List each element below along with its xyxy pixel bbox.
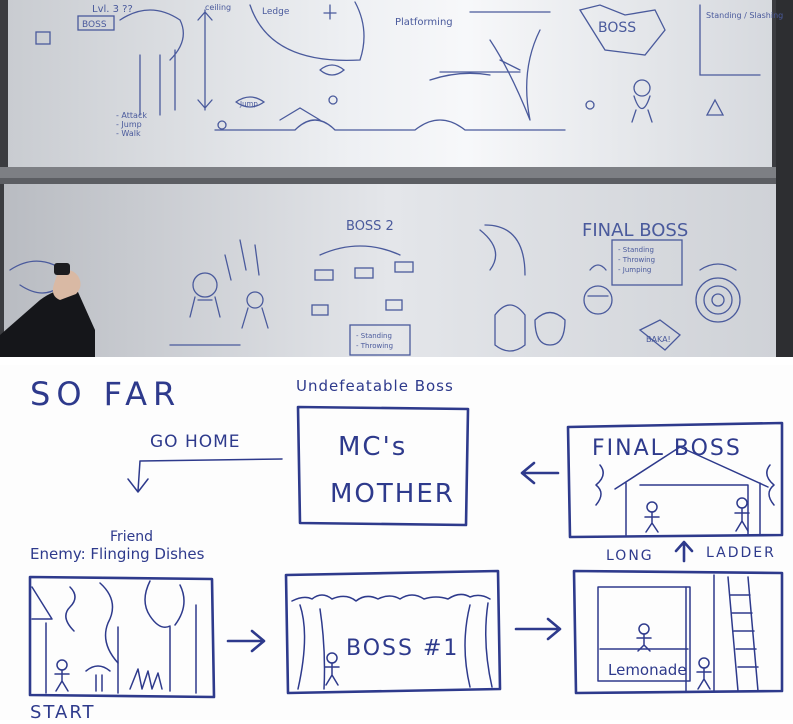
arrow-left-to-mother (520, 461, 560, 485)
go-home-label: GO HOME (150, 432, 241, 452)
final-boss-label: FINAL BOSS (592, 436, 742, 461)
arrow-right-2 (514, 617, 562, 641)
whiteboard-photo: Lvl. 3 ?? BOSS ceiling Ledge Platforming… (0, 0, 793, 357)
storyboard-drawing: SO FAR Undefeatable Boss MC's MOTHER GO … (28, 375, 784, 723)
mother-line-1: MC's (338, 432, 407, 462)
wb-final-item-1: - Standing (618, 246, 654, 254)
person-arm (0, 263, 95, 357)
wb-boss-right-label: BOSS (598, 20, 636, 36)
wb-boss2-item-2: - Throwing (356, 342, 393, 350)
start-label: START (30, 702, 96, 720)
storyboard-sketch: SO FAR Undefeatable Boss MC's MOTHER GO … (0, 365, 793, 723)
wb-baka-label: BAKA! (646, 335, 671, 344)
friend-label: Friend (110, 529, 153, 545)
lower-board-sketches: BOSS 2 FINAL BOSS - Standing - Throwing … (9, 219, 741, 356)
wb-final-item-2: - Throwing (618, 256, 655, 264)
wb-attack-item-3: - Walk (116, 129, 141, 138)
wb-attack-item-2: - Jump (116, 120, 142, 129)
wb-ledge-label: Ledge (262, 7, 290, 17)
wb-final-item-3: - Jumping (618, 266, 651, 274)
boss1-label: BOSS #1 (346, 636, 459, 661)
wb-platforming-label: Platforming (395, 17, 453, 28)
mother-line-2: MOTHER (330, 479, 455, 509)
wb-boss2-item-1: - Standing (356, 332, 392, 340)
ladder-label-left: LONG (606, 548, 654, 564)
undefeatable-boss-label: Undefeatable Boss (296, 377, 454, 395)
sketch-title: SO FAR (30, 375, 181, 413)
wb-final-boss-label: FINAL BOSS (582, 220, 688, 241)
wb-lvl-label: Lvl. 3 ?? (92, 4, 133, 15)
whiteboard-photo-drawing: Lvl. 3 ?? BOSS ceiling Ledge Platforming… (0, 0, 793, 357)
start-panel (28, 575, 216, 699)
lemonade-panel: Lemonade (572, 569, 784, 695)
mothers-box: MC's MOTHER (296, 405, 470, 527)
wb-boss-box-label: BOSS (82, 20, 107, 30)
go-home-arrow (127, 458, 283, 493)
lemonade-label: Lemonade (608, 661, 687, 679)
wb-ceiling-label: ceiling (205, 3, 231, 12)
wb-jump-label: Jump (239, 100, 258, 108)
boss1-panel: BOSS #1 (284, 569, 502, 695)
ladder-label-right: LADDER (706, 545, 776, 561)
lower-whiteboard (4, 184, 776, 357)
wb-attack-item-1: - Attack (116, 111, 147, 120)
final-boss-panel: FINAL BOSS (566, 421, 784, 539)
wb-boss2-label: BOSS 2 (346, 219, 394, 234)
upper-whiteboard (8, 0, 772, 167)
arrow-right-1 (226, 629, 266, 653)
wb-standing-label: Standing / Slashing (706, 11, 783, 20)
upper-board-sketches: Lvl. 3 ?? BOSS ceiling Ledge Platforming… (35, 1, 783, 138)
enemy-label: Enemy: Flinging Dishes (30, 545, 205, 563)
up-arrow (674, 540, 694, 563)
